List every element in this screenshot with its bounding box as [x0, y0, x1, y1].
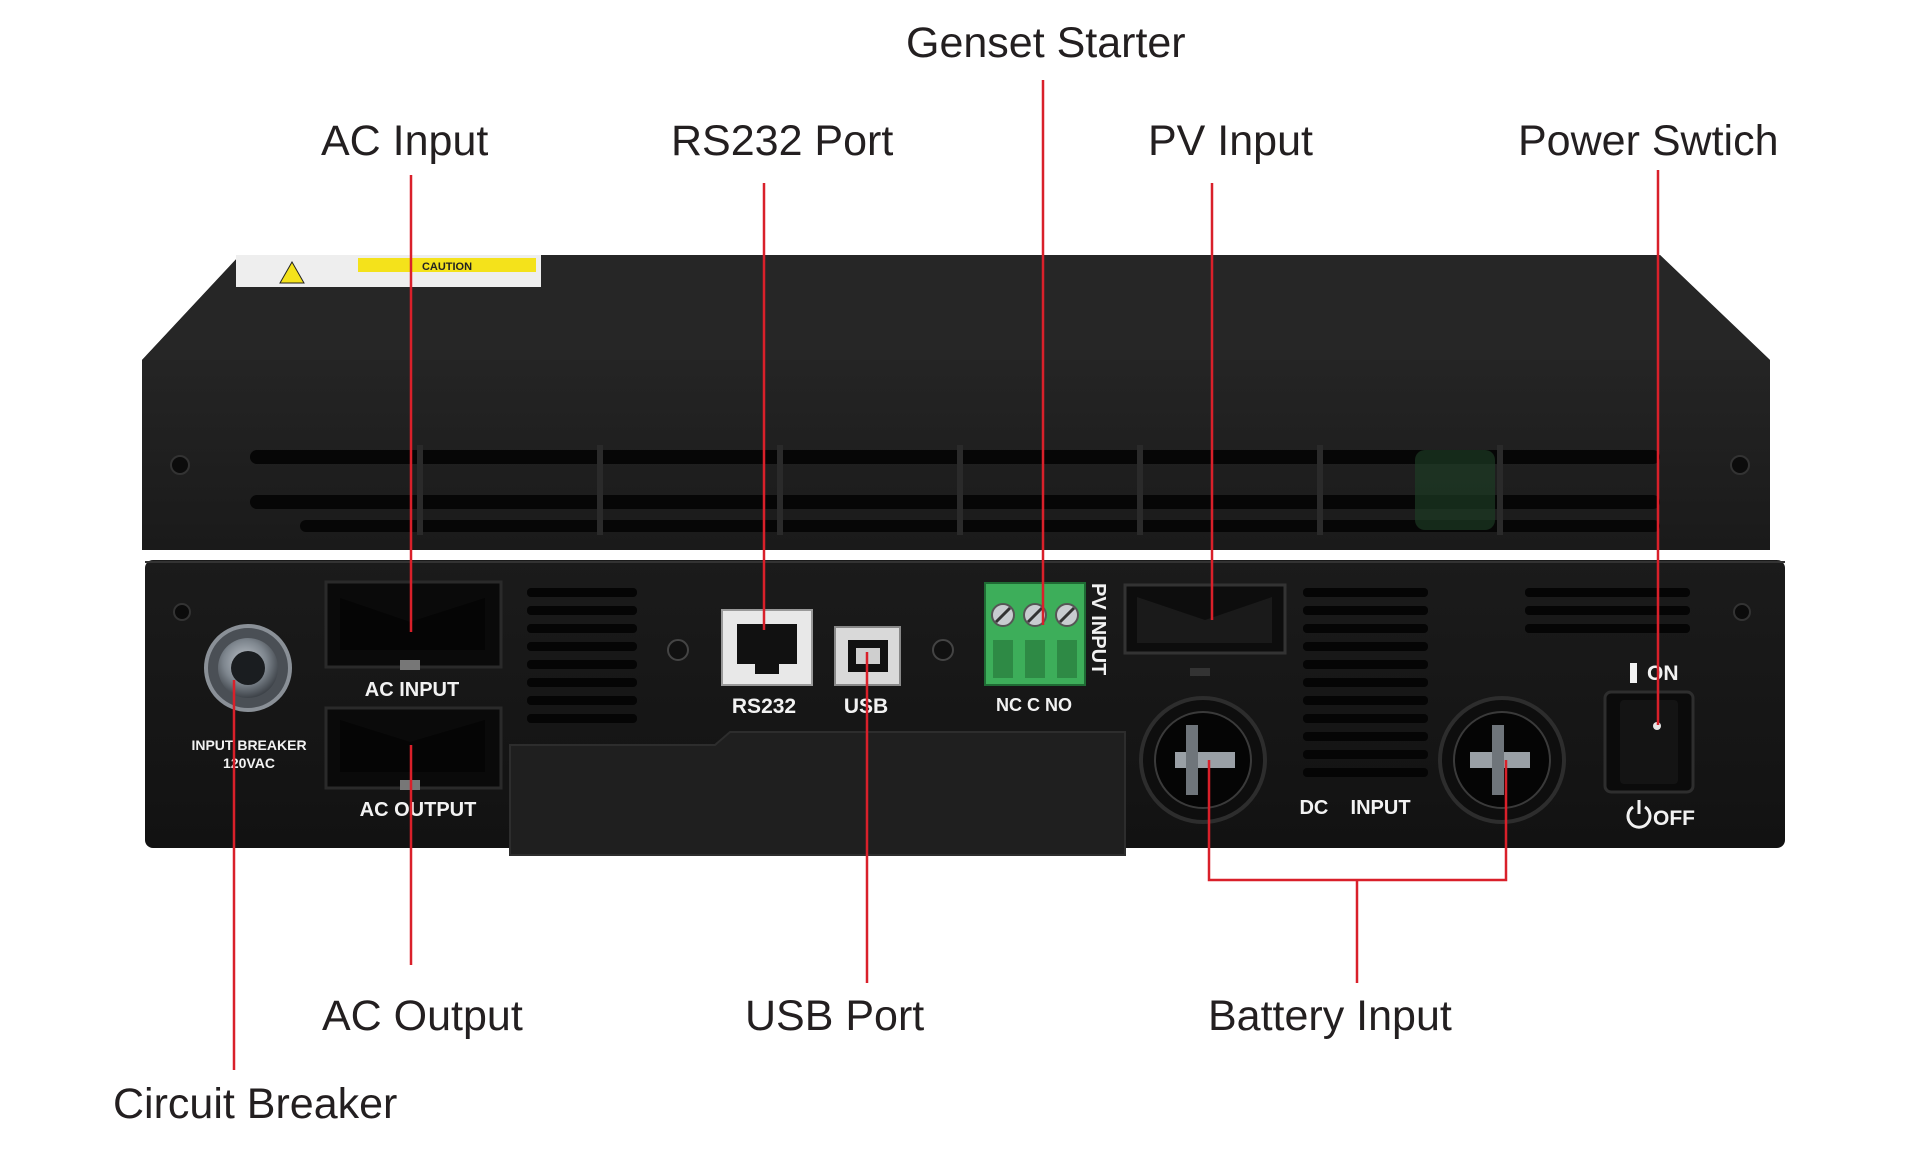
callout-rs232-port: RS232 Port	[671, 117, 894, 165]
screw-icon	[173, 603, 191, 621]
breaker-rating: 120VAC	[223, 755, 275, 771]
screw-icon	[170, 455, 190, 475]
screw-icon	[1733, 603, 1751, 621]
circuit-breaker[interactable]	[204, 624, 292, 712]
battery-terminal-negative[interactable]	[1139, 696, 1267, 824]
leader-lines	[232, 80, 1660, 1070]
breaker-label: INPUT BREAKER	[191, 737, 306, 753]
right-vent-grille	[1525, 588, 1690, 633]
pv-input-label: PV INPUT	[1087, 583, 1109, 675]
callout-circuit-breaker: Circuit Breaker	[113, 1080, 398, 1128]
pv-input-connector[interactable]	[1123, 583, 1287, 676]
switch-on-label: ON	[1647, 662, 1679, 685]
callout-power-switch: Power Swtich	[1518, 117, 1779, 165]
rs232-port[interactable]	[721, 609, 813, 686]
callout-ac-input: AC Input	[321, 117, 489, 165]
screw-icon	[667, 639, 689, 661]
vent-grille	[527, 588, 637, 723]
callout-battery-input: Battery Input	[1208, 992, 1452, 1040]
power-switch[interactable]	[1603, 690, 1695, 794]
dc-vent-grille	[1303, 588, 1428, 777]
switch-off-label: OFF	[1653, 807, 1695, 830]
rear-panel: INPUT BREAKER 120VAC AC INPUT AC OUTPUT	[145, 560, 1785, 856]
screw-icon	[1730, 455, 1750, 475]
ac-output-socket[interactable]	[324, 706, 503, 790]
rs232-label: RS232	[732, 695, 796, 718]
ac-input-socket[interactable]	[324, 580, 503, 670]
callout-usb-port: USB Port	[745, 992, 925, 1040]
screw-icon	[932, 639, 954, 661]
callout-pv-input: PV Input	[1148, 117, 1313, 165]
genset-terminal-block[interactable]	[984, 582, 1086, 686]
vent-dividers	[417, 445, 1503, 535]
on-marker	[1630, 663, 1637, 683]
dc-input-label: DC INPUT	[1299, 797, 1410, 819]
genset-terminal-label: NC C NO	[996, 695, 1072, 715]
top-cover: CAUTION	[142, 255, 1770, 550]
caution-text: CAUTION	[422, 261, 472, 273]
ac-input-label: AC INPUT	[365, 679, 459, 701]
callout-genset-starter: Genset Starter	[906, 19, 1186, 67]
cover-plate	[509, 731, 1126, 856]
ac-output-label: AC OUTPUT	[360, 799, 477, 821]
power-icon	[1626, 800, 1652, 829]
battery-terminal-positive[interactable]	[1438, 696, 1566, 824]
callout-ac-output: AC Output	[322, 992, 523, 1040]
